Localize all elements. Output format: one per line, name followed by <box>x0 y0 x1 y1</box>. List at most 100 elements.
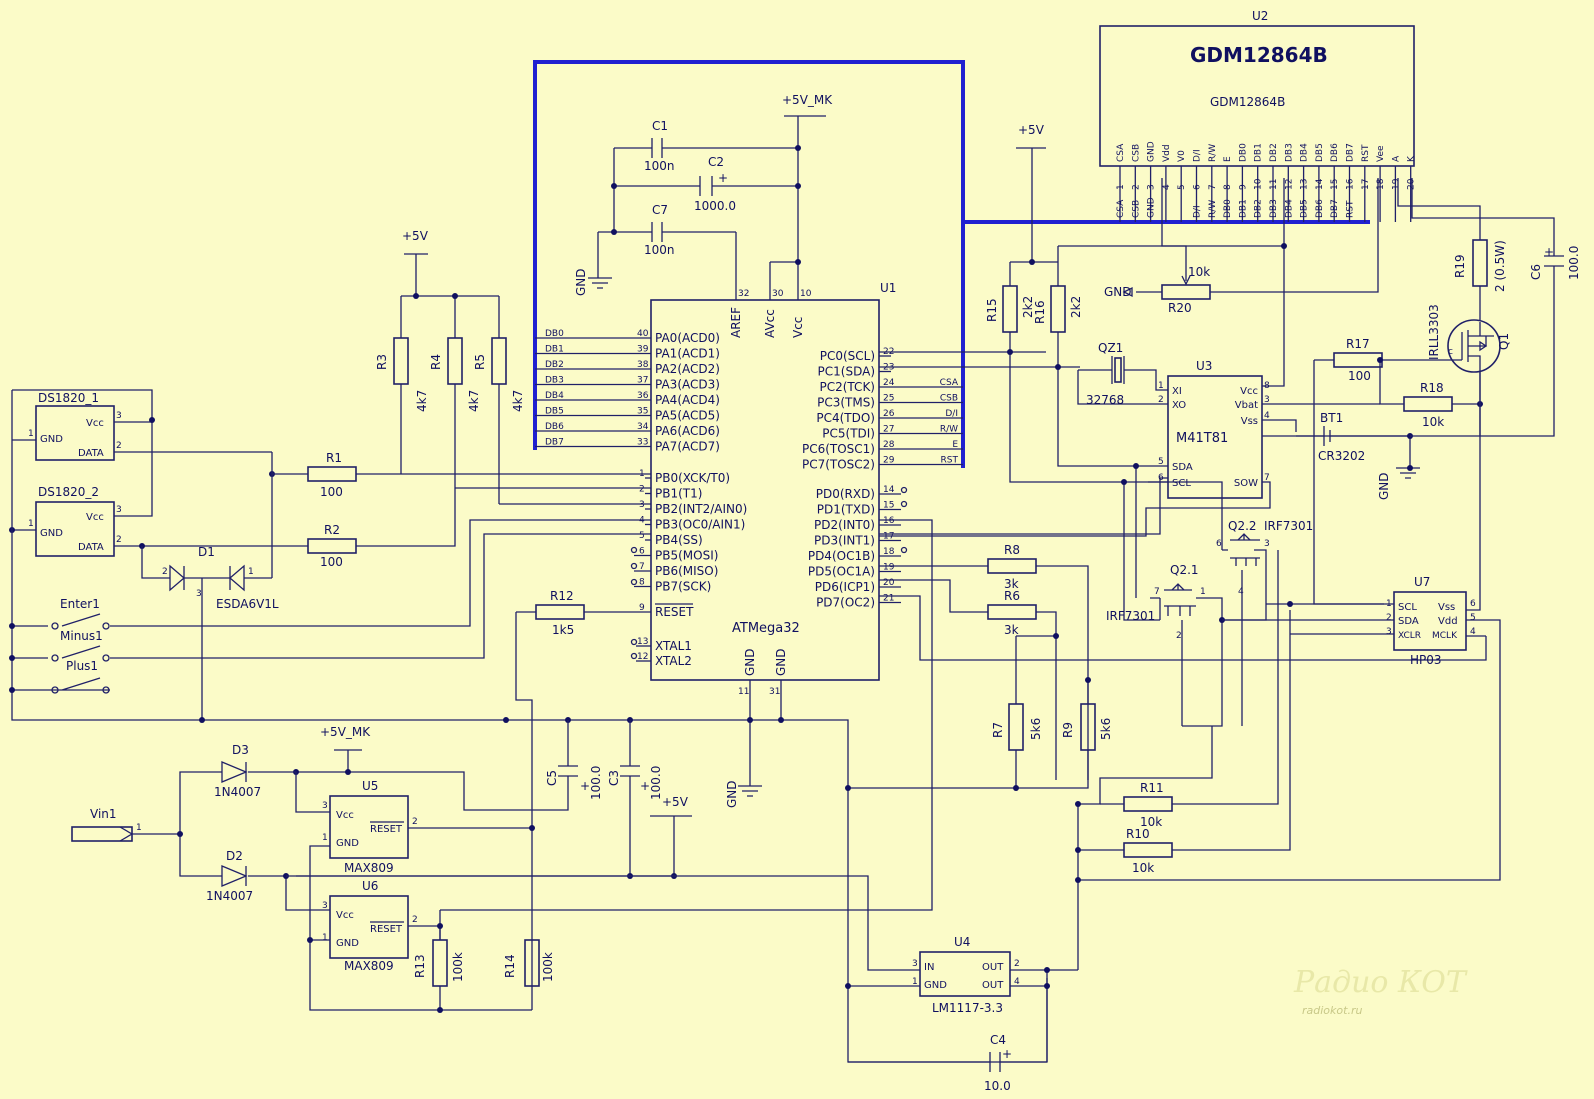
u4-ref: U4 <box>954 935 970 949</box>
u1-porta-pin: PA0(ACD0) <box>655 331 720 345</box>
u2-pin-label: DB6 <box>1330 143 1340 162</box>
u1-portd-pin: PD1(TXD) <box>817 503 875 517</box>
u2-net-label: R/W <box>1208 200 1218 218</box>
u7-xclr: XCLR <box>1398 631 1421 641</box>
u5-vcc: Vcc <box>336 810 354 821</box>
u1-db-net: DB1 <box>545 345 564 355</box>
u2-pin-label: V0 <box>1177 150 1187 162</box>
u6-reset: RESET <box>370 924 403 935</box>
q21-name: IRF7301 <box>1106 609 1155 623</box>
u1-reset-num: 9 <box>639 603 645 613</box>
d1-ref: D1 <box>198 545 215 559</box>
u1-bottom-num: 11 <box>738 687 749 697</box>
u1-portd-num: 21 <box>883 594 894 604</box>
u2-pin-number: 1 <box>1116 184 1126 190</box>
u2-pin-number: 11 <box>1269 179 1279 190</box>
c7-ref: C7 <box>652 203 668 217</box>
c1-value: 100n <box>644 159 675 173</box>
u2-pin-label: CSB <box>1131 144 1141 162</box>
c4-value: 10.0 <box>984 1079 1011 1093</box>
u3-right-pin: SOW <box>1234 478 1258 489</box>
u1-portc-net: E <box>952 440 958 450</box>
u2-net-label: CSA <box>1116 199 1126 218</box>
watermark-logo: Радио КОТ <box>1293 965 1468 1000</box>
u1-portc-pin: PC5(TDI) <box>822 427 875 441</box>
r8-value: 3k <box>1004 577 1019 591</box>
u1-portd-num: 16 <box>883 516 895 526</box>
u1-porta-pin: PA5(ACD5) <box>655 409 720 423</box>
u2-pin-label: DB2 <box>1269 143 1279 162</box>
u1-porta-num: 33 <box>637 438 648 448</box>
ds1-pin2: 2 <box>116 441 122 451</box>
v5mk-label-top: +5V_MK <box>782 93 833 107</box>
q21-pin2: 2 <box>1176 631 1182 641</box>
r9-ref: R9 <box>1061 722 1075 738</box>
u6-vcc: Vcc <box>336 910 354 921</box>
r13-ref: R13 <box>413 954 427 978</box>
u2-pin-label: DB7 <box>1346 143 1356 162</box>
c3-value: 100.0 <box>649 766 663 800</box>
gnd-label-top: GND <box>574 268 588 296</box>
d1-pin2: 2 <box>162 567 168 577</box>
u2-pin-label: CSA <box>1116 143 1126 162</box>
c3-ref: C3 <box>607 770 621 786</box>
r3-value: 4k7 <box>415 390 429 412</box>
r1-value: 100 <box>320 485 343 499</box>
c7-value: 100n <box>644 243 675 257</box>
u6-pin1: 1 <box>322 933 328 943</box>
u2-pin-number: 17 <box>1361 179 1371 190</box>
r14-value: 100k <box>541 952 555 982</box>
r6-value: 3k <box>1004 623 1019 637</box>
u1-bottom-pin: GND <box>743 648 757 676</box>
c2-plus: + <box>718 171 728 185</box>
u3-right-num: 8 <box>1264 381 1270 391</box>
u1-portd-num: 15 <box>883 501 894 511</box>
ds2-pin1: 1 <box>28 519 34 529</box>
u3-left-num: 5 <box>1158 457 1164 467</box>
u1-top-pin: AVcc <box>763 309 777 338</box>
u3-left-pin: XO <box>1172 400 1186 411</box>
ds2-ref: DS1820_2 <box>38 485 99 499</box>
backlight-driver: R17 100 R18 10k c IRLL3303 Q1 R19 2 (0.5… <box>1313 178 1581 611</box>
u7-ref: U7 <box>1414 575 1430 589</box>
ds2-pin2: 2 <box>116 535 122 545</box>
r11-value: 10k <box>1140 815 1162 829</box>
r17-value: 100 <box>1348 369 1371 383</box>
d3-ref: D3 <box>232 743 249 757</box>
u1-portd-pin: PD7(OC2) <box>816 596 875 610</box>
u1-portb-num: 8 <box>639 578 645 588</box>
watermark-site: radiokot.ru <box>1302 1004 1362 1017</box>
q22-name: IRF7301 <box>1264 519 1313 533</box>
u1-portd-num: 14 <box>883 485 895 495</box>
ds1-gnd: GND <box>40 434 63 445</box>
u4-pin1: 1 <box>912 977 918 987</box>
u7-scl: SCL <box>1398 602 1417 613</box>
u3-ref: U3 <box>1196 359 1212 373</box>
u2-net-label: DB1 <box>1238 199 1248 218</box>
u1-porta-num: 34 <box>637 422 649 432</box>
u1-top-pin: Vcc <box>791 317 805 338</box>
r13-value: 100k <box>451 952 465 982</box>
gnd-label-mcu: GND <box>725 780 739 808</box>
d3-name: 1N4007 <box>214 785 261 799</box>
u1-top-num: 10 <box>800 289 812 299</box>
r18-ref: R18 <box>1420 381 1444 395</box>
u2-pin-number: 2 <box>1131 184 1141 190</box>
u3-left-pin: SCL <box>1172 478 1191 489</box>
u3-right-pin: Vss <box>1241 416 1258 427</box>
u1-portb-pin: PB2(INT2/AIN0) <box>655 502 747 516</box>
u4-out1: OUT <box>982 962 1004 973</box>
r4-ref: R4 <box>429 354 443 370</box>
regulator-u4: U4 IN GND OUT OUT LM1117-3.3 3 1 2 4 C4 … <box>845 935 1078 1093</box>
u2-pin-number: 19 <box>1391 178 1401 190</box>
ds1-pin3: 3 <box>116 411 122 421</box>
reset-network: R12 1k5 <box>515 589 651 1010</box>
r1-ref: R1 <box>326 451 342 465</box>
u2-pin-number: 8 <box>1223 184 1233 190</box>
u2-pin-label: GND <box>1147 141 1157 162</box>
r2-ref: R2 <box>324 523 340 537</box>
c6-value: 100.0 <box>1567 246 1581 280</box>
u7-vss: Vss <box>1438 602 1455 613</box>
u1-portb-num: 5 <box>639 531 645 541</box>
